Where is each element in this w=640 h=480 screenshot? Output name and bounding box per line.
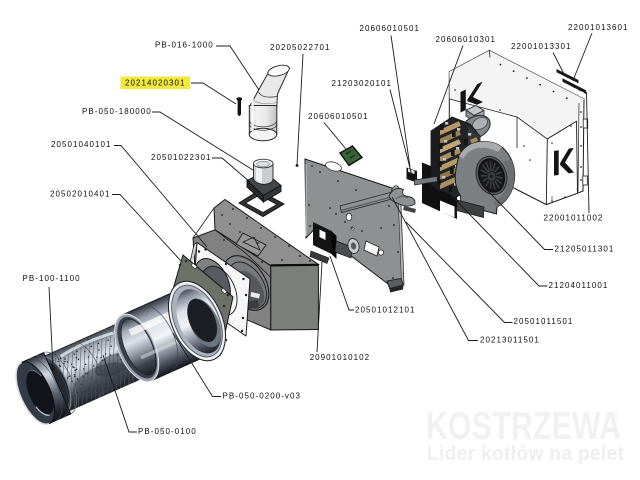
svg-text:21204011001: 21204011001 bbox=[549, 281, 609, 290]
svg-text:20606010501: 20606010501 bbox=[308, 112, 369, 121]
svg-text:22001013601: 22001013601 bbox=[568, 23, 629, 32]
svg-text:22001013301: 22001013301 bbox=[511, 42, 572, 51]
svg-text:PB-100-1100: PB-100-1100 bbox=[23, 274, 81, 283]
svg-text:20501011501: 20501011501 bbox=[514, 317, 574, 326]
svg-text:20501040101: 20501040101 bbox=[51, 140, 112, 149]
svg-text:20501022301: 20501022301 bbox=[151, 153, 212, 162]
svg-text:21205011301: 21205011301 bbox=[555, 245, 615, 254]
svg-text:Lider kotłów na pelet: Lider kotłów na pelet bbox=[427, 442, 624, 465]
svg-text:PB-050-0100: PB-050-0100 bbox=[138, 427, 197, 436]
svg-text:KOSTRZEWA: KOSTRZEWA bbox=[426, 406, 621, 448]
svg-text:PB-016-1000: PB-016-1000 bbox=[155, 41, 214, 50]
svg-text:20901010102: 20901010102 bbox=[310, 353, 371, 362]
svg-text:PB-050-0200-v03: PB-050-0200-v03 bbox=[223, 392, 301, 401]
svg-text:20606010501: 20606010501 bbox=[360, 24, 421, 33]
svg-text:20501012101: 20501012101 bbox=[355, 305, 416, 314]
svg-text:20205022701: 20205022701 bbox=[270, 43, 331, 52]
svg-text:20214020301: 20214020301 bbox=[125, 79, 186, 88]
svg-text:20213011501: 20213011501 bbox=[480, 336, 540, 345]
svg-text:PB-050-180000: PB-050-180000 bbox=[82, 107, 152, 116]
svg-text:®: ® bbox=[612, 411, 619, 421]
svg-text:20606010301: 20606010301 bbox=[436, 35, 497, 44]
svg-text:21203020101: 21203020101 bbox=[332, 79, 393, 88]
svg-text:22001011002: 22001011002 bbox=[544, 214, 604, 223]
svg-text:20502010401: 20502010401 bbox=[50, 190, 111, 199]
